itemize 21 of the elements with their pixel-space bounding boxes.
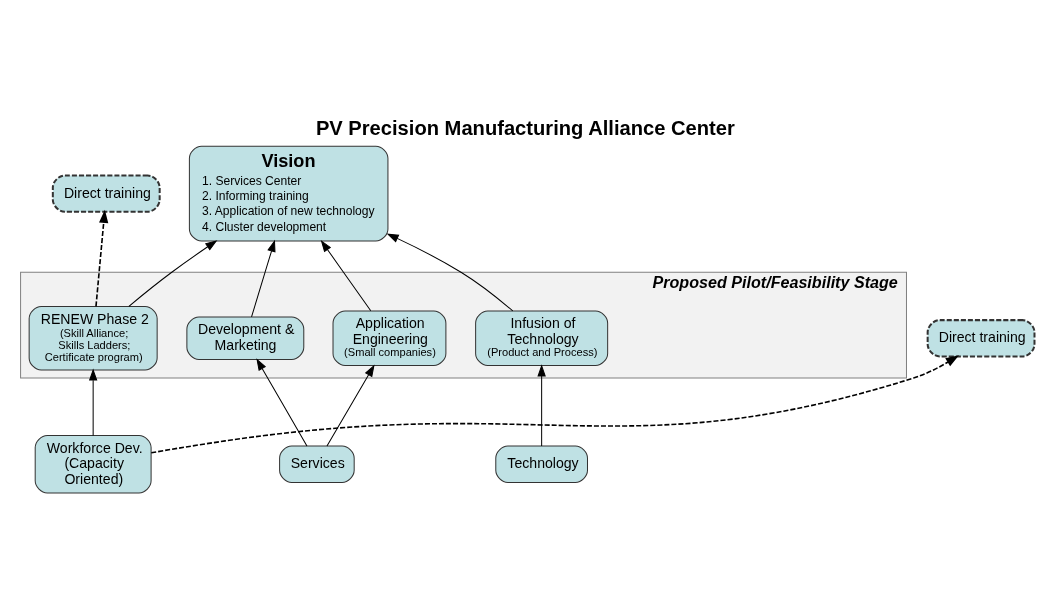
arrow	[326, 364, 375, 446]
node-box: RENEW Phase 2 (Skill Alliance; Skills Ladders; Certificate program)	[28, 305, 158, 370]
arrow	[256, 357, 308, 446]
arrow	[95, 209, 109, 307]
arrow	[320, 239, 372, 311]
arrow	[88, 368, 98, 436]
node-box: Application Engineering (Small companies)	[332, 310, 447, 366]
diagram-title: PV Precision Manufacturing Alliance Center	[315, 116, 735, 139]
node-box: Technology	[495, 445, 588, 483]
arrow	[251, 239, 276, 317]
arrow	[128, 239, 218, 307]
node-box: Workforce Dev. (Capacity Oriented)	[34, 434, 152, 493]
node-box: Direct training	[926, 318, 1036, 357]
arrow	[150, 354, 959, 454]
arrow	[386, 233, 514, 311]
node-box: Services	[279, 445, 355, 483]
node-box: Vision 1. Services Center 2. Informing training 3. Application of new technology 4. Cluster development	[188, 145, 389, 241]
arrow	[537, 363, 546, 446]
node-box: Development & Marketing	[186, 316, 305, 360]
node-box: Infusion of Technology (Product and Process)	[475, 310, 609, 366]
node-box: Direct training	[51, 174, 161, 213]
